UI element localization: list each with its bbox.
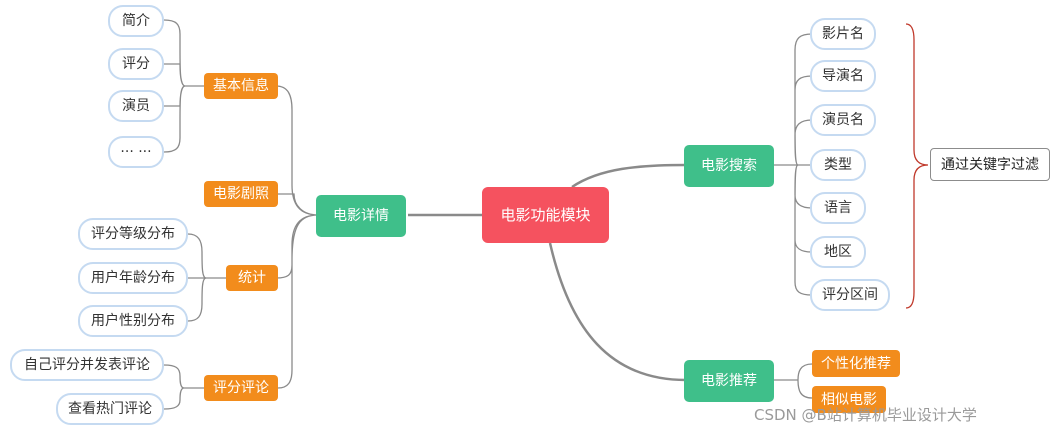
link-root-recommend: [548, 242, 687, 382]
branch-movie-details: 电影详情: [316, 195, 406, 237]
leaf-rating-range: 评分区间: [810, 279, 890, 311]
search-bracket: [905, 23, 929, 309]
leaf-actor-name: 演员名: [810, 104, 876, 136]
link-recommend-leaves: [773, 363, 813, 399]
leaf-rating: 评分: [108, 48, 164, 80]
csdn-watermark: CSDN @B站计算机毕业设计大学: [754, 406, 977, 424]
leaf-more: ··· ···: [108, 136, 164, 168]
leaf-actors: 演员: [108, 90, 164, 122]
leaf-age-distribution: 用户年龄分布: [78, 262, 188, 294]
link-stats-leaves: [187, 233, 228, 322]
leaf-hot-comments: 查看热门评论: [56, 393, 164, 425]
link-search-leaves: [773, 33, 813, 296]
subtopic-basic-info: 基本信息: [204, 73, 278, 99]
leaf-director: 导演名: [810, 60, 876, 92]
leaf-personalized: 个性化推荐: [812, 350, 900, 377]
branch-movie-search: 电影搜索: [684, 145, 774, 187]
link-review-leaves: [163, 364, 205, 410]
subtopic-stats: 统计: [226, 265, 278, 291]
leaf-similar-movies: 相似电影: [812, 386, 886, 413]
keyword-filter-note: 通过关键字过滤: [930, 148, 1050, 181]
link-details-subs: [275, 85, 319, 389]
leaf-synopsis: 简介: [108, 5, 164, 37]
leaf-title: 影片名: [810, 18, 876, 50]
leaf-rate-and-comment: 自己评分并发表评论: [10, 349, 164, 381]
leaf-rating-distribution: 评分等级分布: [78, 218, 188, 250]
link-root-search: [571, 163, 687, 189]
branch-movie-recommend: 电影推荐: [684, 360, 774, 402]
leaf-region: 地区: [810, 236, 866, 268]
link-basic-leaves: [163, 19, 205, 153]
root-node: 电影功能模块: [482, 187, 609, 243]
leaf-genre: 类型: [810, 149, 866, 181]
subtopic-reviews: 评分评论: [204, 375, 278, 401]
subtopic-stills: 电影剧照: [204, 181, 278, 207]
leaf-gender-distribution: 用户性别分布: [78, 305, 188, 337]
leaf-language: 语言: [810, 192, 866, 224]
